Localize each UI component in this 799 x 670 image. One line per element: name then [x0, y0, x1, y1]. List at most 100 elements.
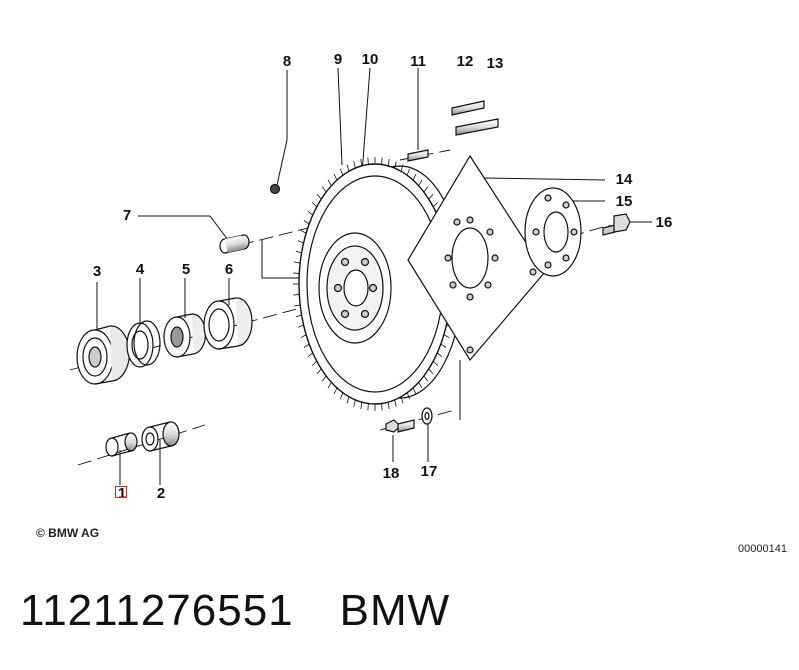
part-number: 11211276551	[20, 586, 294, 635]
lock-washer	[421, 407, 433, 425]
callout-13[interactable]: 13	[486, 55, 504, 72]
gear-tooth	[353, 399, 356, 407]
gear-tooth	[327, 179, 332, 186]
gear-tooth	[423, 186, 429, 193]
callout-1[interactable]: 1	[117, 485, 127, 502]
ball	[269, 183, 281, 195]
flange-disc	[524, 187, 582, 277]
callout-3[interactable]: 3	[92, 263, 102, 280]
gear-tooth	[400, 164, 404, 172]
gear-tooth	[316, 368, 322, 375]
gear-tooth	[412, 387, 417, 395]
adapter-plate	[407, 154, 546, 362]
gear-tooth	[406, 168, 411, 176]
gear-tooth	[293, 272, 300, 274]
copyright-notice: © BMW AG	[36, 526, 100, 540]
gear-tooth	[440, 343, 447, 348]
gear-tooth	[311, 360, 318, 366]
flywheel-ring-gear	[293, 157, 463, 411]
callout-16[interactable]: 16	[655, 214, 673, 231]
callout-6[interactable]: 6	[224, 261, 234, 278]
gear-tooth	[303, 220, 310, 225]
gear-tooth	[394, 399, 397, 407]
gear-tooth	[418, 382, 423, 389]
dowel-sleeve	[219, 234, 250, 254]
gear-tooth	[353, 161, 356, 169]
gear-tooth	[307, 352, 313, 358]
gear-tooth	[406, 392, 411, 400]
gear-tooth	[367, 403, 369, 411]
gear-tooth	[295, 314, 302, 318]
gear-tooth	[432, 202, 439, 208]
gear-tooth	[360, 402, 363, 410]
washer-ring	[126, 320, 161, 368]
gear-tooth	[346, 396, 350, 404]
ball-bearing	[76, 325, 130, 385]
gear-tooth	[327, 382, 332, 389]
gear-tooth	[294, 304, 301, 307]
gear-tooth	[293, 294, 300, 296]
shaft-seal	[203, 297, 253, 350]
callout-4[interactable]: 4	[135, 261, 145, 278]
gear-tooth	[333, 173, 338, 181]
callout-7[interactable]: 7	[122, 207, 132, 224]
gear-tooth	[303, 343, 310, 348]
callout-10[interactable]: 10	[361, 51, 379, 68]
gear-tooth	[432, 360, 439, 366]
callout-15[interactable]: 15	[615, 193, 633, 210]
gear-tooth	[428, 193, 434, 200]
flywheel-bolt	[385, 419, 415, 433]
brand-name: BMW	[339, 586, 451, 635]
gear-tooth	[418, 179, 423, 186]
callout-11[interactable]: 11	[410, 53, 426, 70]
gear-tooth	[387, 158, 390, 166]
callout-5[interactable]: 5	[181, 261, 191, 278]
gear-tooth	[428, 368, 434, 375]
gear-tooth	[297, 240, 304, 244]
gear-tooth	[381, 157, 383, 165]
part-footer: 11211276551 BMW	[20, 586, 450, 636]
gear-tooth	[300, 334, 307, 339]
callout-14[interactable]: 14	[615, 171, 633, 188]
gear-tooth	[307, 210, 313, 216]
gear-tooth	[321, 375, 327, 382]
gear-tooth	[311, 202, 318, 208]
gear-tooth	[346, 164, 350, 172]
gear-tooth	[297, 324, 304, 328]
leader-lines	[96, 67, 652, 485]
hex-bolt	[602, 213, 631, 236]
gear-tooth	[443, 334, 450, 339]
gear-tooth	[367, 157, 369, 165]
gear-tooth	[387, 402, 390, 410]
callout-17[interactable]: 17	[420, 463, 438, 480]
gear-tooth	[300, 229, 307, 234]
callout-2[interactable]: 2	[156, 485, 166, 502]
diagram-code: 00000141	[738, 543, 787, 555]
bushing	[141, 421, 180, 452]
gear-tooth	[360, 158, 363, 166]
callout-8[interactable]: 8	[282, 53, 292, 70]
gear-tooth	[339, 392, 344, 400]
gear-tooth	[316, 193, 322, 200]
gear-tooth	[339, 168, 344, 176]
gear-tooth	[381, 403, 383, 411]
gear-tooth	[295, 250, 302, 254]
gear-tooth	[437, 352, 443, 358]
spacer-ring	[163, 313, 207, 358]
gear-tooth	[294, 261, 301, 264]
gear-tooth	[321, 186, 327, 193]
gear-tooth	[412, 173, 417, 181]
callout-9[interactable]: 9	[333, 51, 343, 68]
callout-12[interactable]: 12	[456, 53, 474, 70]
callout-18[interactable]: 18	[382, 465, 400, 482]
gear-tooth	[400, 396, 404, 404]
callout-1-highlight	[115, 486, 127, 498]
gear-tooth	[423, 375, 429, 382]
gear-tooth	[394, 161, 397, 169]
gear-tooth	[333, 387, 338, 395]
needle-bearing	[105, 432, 138, 457]
dowel-pins	[451, 100, 499, 136]
guide-pin	[407, 149, 429, 162]
